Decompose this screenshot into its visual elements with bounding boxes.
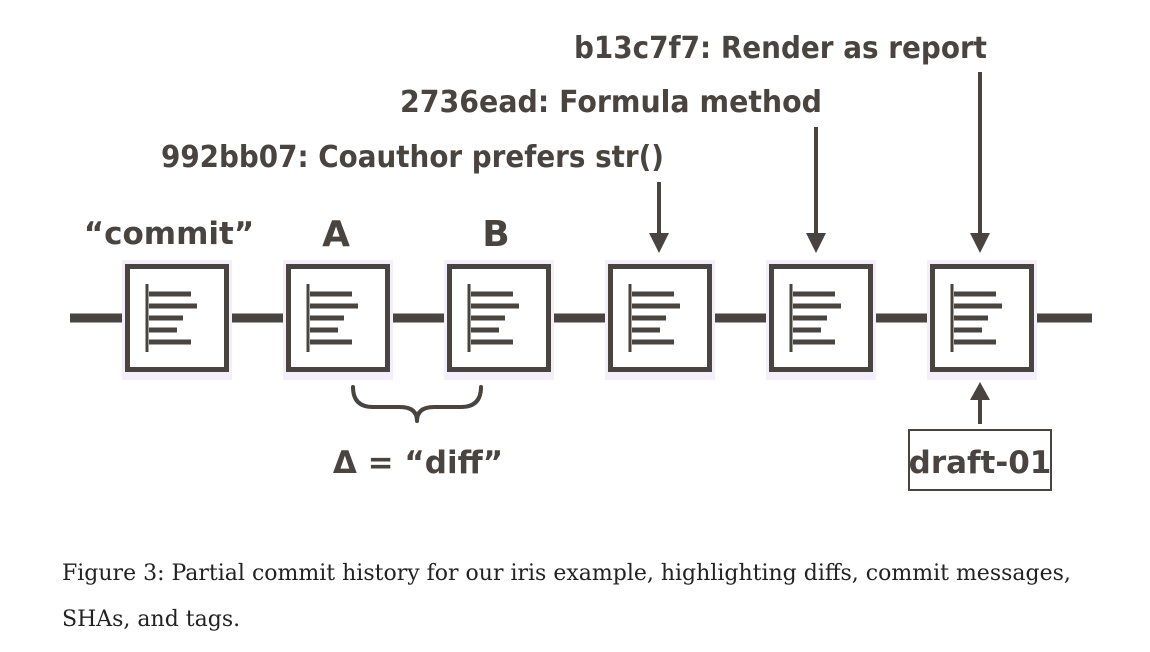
figure-caption: Figure 3: Partial commit history for our… (62, 561, 1071, 632)
commit-history-diagram: “commit” A B 992bb07: Coauthor prefers s… (70, 31, 1092, 491)
commit-message: 992bb07: Coauthor prefers str() (161, 140, 664, 175)
diff-label: Δ = “diff” (333, 445, 503, 481)
commit-document-icon (927, 260, 1037, 380)
label-b: B (482, 214, 509, 255)
label-a: A (322, 214, 350, 255)
commit-document-icon (122, 260, 232, 380)
commit-document-icon (766, 260, 876, 380)
commit-message: b13c7f7: Render as report (574, 31, 987, 66)
commit-document-icon (605, 260, 715, 380)
arrow-down-icon (806, 127, 826, 253)
arrow-down-icon (970, 72, 990, 253)
arrow-down-icon (649, 182, 669, 253)
commit-document-icon (283, 260, 393, 380)
arrow-up-icon (970, 382, 990, 424)
tag-label: draft-01 (909, 445, 1052, 481)
commit-document-icon (444, 260, 554, 380)
commit-label: “commit” (84, 216, 254, 252)
brace-icon (351, 385, 483, 423)
tag-box: draft-01 (908, 429, 1052, 491)
commit-message: 2736ead: Formula method (400, 85, 822, 120)
